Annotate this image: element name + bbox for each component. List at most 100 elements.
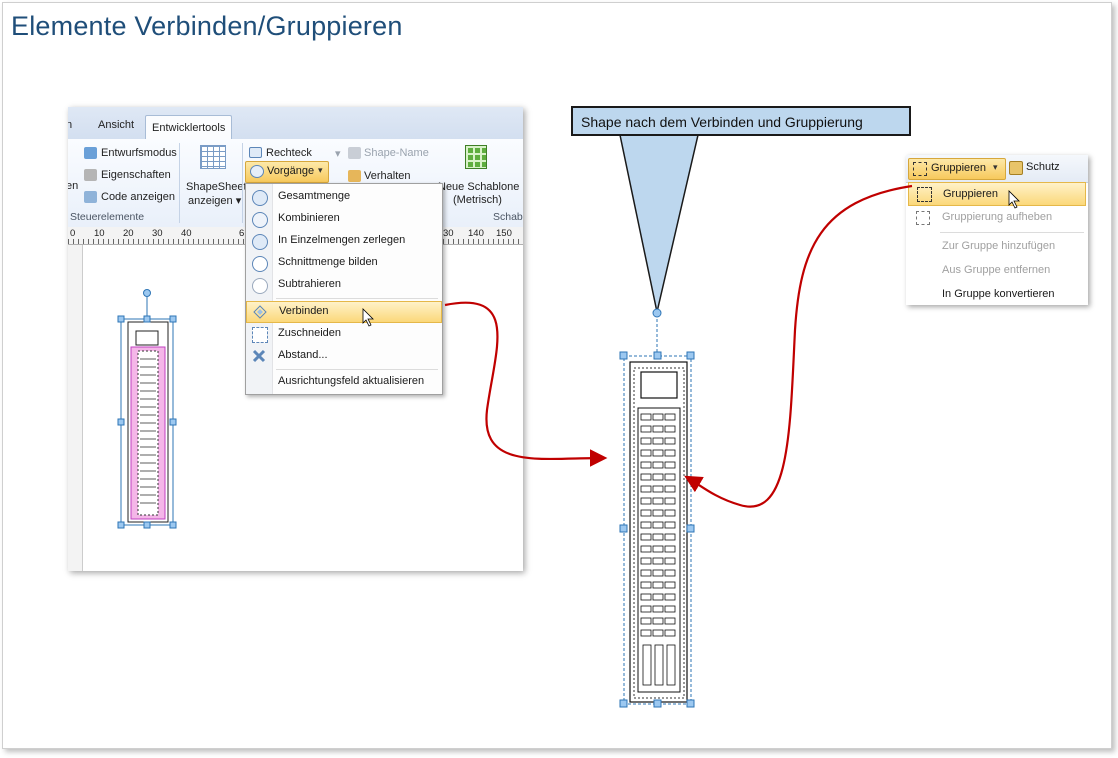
vorgaenge-menu: Gesamtmenge Kombinieren In Einzelmengen …	[245, 183, 443, 395]
group-label-schablone: Schab	[493, 211, 523, 223]
menu-item-label: In Gruppe konvertieren	[942, 288, 1055, 300]
menu-item-abstand[interactable]: Abstand...	[246, 345, 442, 367]
shapesheet-icon	[200, 145, 226, 169]
menu-item-label: Verbinden	[279, 305, 329, 317]
group-label-steuerelemente: Steuerelemente	[70, 211, 145, 223]
design-mode-icon	[84, 147, 97, 159]
ruler-label: 10	[94, 228, 105, 239]
group-menu-screenshot: Gruppieren ▾ Schutz Gruppieren Gruppieru…	[906, 155, 1088, 305]
chevron-down-icon: ▾	[993, 162, 998, 172]
menu-separator	[940, 232, 1084, 233]
callout-box	[571, 106, 911, 136]
verhalten-button[interactable]: Verhalten	[364, 170, 411, 182]
visio-screenshot: n Ansicht Entwicklertools en Entwurfsmod…	[68, 107, 523, 571]
menu-item-subtrahieren[interactable]: Subtrahieren	[246, 274, 442, 296]
shape-name-icon	[348, 147, 361, 159]
new-stencil-icon	[465, 145, 487, 169]
properties-icon	[84, 169, 97, 181]
group-separator	[179, 143, 180, 223]
ruler-label: 6	[239, 228, 245, 239]
shapesheet-button-line2[interactable]: anzeigen ▾	[188, 195, 242, 207]
ribbon-cut-label: en	[68, 180, 79, 192]
menu-item-gruppierung-aufheben: Gruppierung aufheben	[906, 206, 1088, 230]
menu-item-label: Zuschneiden	[278, 327, 341, 339]
lock-icon	[1009, 161, 1023, 175]
code-anzeigen-button[interactable]: Code anzeigen	[101, 191, 176, 203]
menu-item-aus-gruppe-entfernen: Aus Gruppe entfernen	[906, 259, 1088, 283]
tab-partial[interactable]: n	[68, 119, 73, 131]
behavior-icon	[348, 170, 361, 182]
ruler-label: 30	[443, 228, 454, 239]
menu-item-label: Kombinieren	[278, 212, 340, 224]
menu-item-label: In Einzelmengen zerlegen	[278, 234, 406, 246]
mouse-cursor-icon	[1008, 190, 1020, 209]
gruppieren-button-label: Gruppieren	[931, 162, 987, 174]
menu-item-verbinden[interactable]: Verbinden	[246, 301, 442, 323]
vorgaenge-label: Vorgänge	[267, 165, 315, 177]
group-icon	[913, 162, 927, 176]
menu-item-label: Ausrichtungsfeld aktualisieren	[278, 375, 425, 387]
entwurfsmodus-button[interactable]: Entwurfsmodus	[101, 147, 177, 159]
menu-item-zerlegen[interactable]: In Einzelmengen zerlegen	[246, 230, 442, 252]
menu-item-label: Schnittmenge bilden	[278, 256, 378, 268]
menu-item-ausrichtungsfeld[interactable]: Ausrichtungsfeld aktualisieren	[246, 371, 442, 393]
menu-item-label: Gruppierung aufheben	[942, 211, 1053, 223]
menu-item-schnittmenge[interactable]: Schnittmenge bilden	[246, 252, 442, 274]
menu-item-label: Gruppieren	[943, 188, 999, 200]
menu-separator	[276, 298, 438, 299]
ruler-label: 150	[496, 228, 512, 239]
gruppieren-dropdown-button[interactable]: Gruppieren ▾	[908, 158, 1006, 180]
ruler-label: 40	[181, 228, 192, 239]
ruler-label: 30	[152, 228, 163, 239]
neue-schablone-button[interactable]: Neue Schablone	[438, 181, 520, 193]
join-icon	[253, 305, 267, 319]
vorgaenge-button[interactable]: Vorgänge ▾	[245, 161, 329, 183]
menu-item-label: Abstand...	[278, 349, 328, 361]
vertical-ruler	[68, 245, 83, 571]
shape-name-button: Shape-Name	[364, 147, 429, 159]
menu-item-label: Aus Gruppe entfernen	[942, 264, 1051, 276]
operations-icon	[250, 165, 264, 178]
tab-entwicklertools[interactable]: Entwicklertools	[145, 115, 233, 140]
menu-item-label: Subtrahieren	[278, 278, 341, 290]
neue-schablone-button-line2[interactable]: (Metrisch)	[453, 194, 502, 206]
slide-title: Elemente Verbinden/Gruppieren	[11, 11, 403, 41]
trim-icon	[252, 327, 268, 343]
combine-icon	[252, 212, 268, 228]
chevron-down-icon: ▾	[318, 165, 323, 175]
rechteck-button[interactable]: Rechteck	[266, 147, 312, 159]
arrow-verbinden-to-shape	[444, 301, 608, 467]
eigenschaften-button[interactable]: Eigenschaften	[101, 169, 171, 181]
ruler-label: 140	[468, 228, 484, 239]
menu-item-gesamtmenge[interactable]: Gesamtmenge	[246, 186, 442, 208]
menu-item-label: Gesamtmenge	[278, 190, 351, 202]
tab-ansicht[interactable]: Ansicht	[98, 119, 135, 131]
group-icon	[917, 187, 932, 202]
menu-separator	[276, 369, 438, 370]
ungroup-icon	[916, 211, 930, 225]
menu-item-in-gruppe-konvertieren[interactable]: In Gruppe konvertieren	[906, 283, 1088, 305]
fragment-icon	[252, 234, 268, 250]
menu-item-kombinieren[interactable]: Kombinieren	[246, 208, 442, 230]
code-icon	[84, 191, 97, 203]
offset-icon	[252, 349, 266, 363]
arrow-gruppieren-to-shape	[684, 184, 913, 508]
schutz-button[interactable]: Schutz	[1026, 161, 1060, 173]
dropdown-arrow-icon: ▾	[335, 148, 341, 160]
menu-item-zuschneiden[interactable]: Zuschneiden	[246, 323, 442, 345]
group-separator	[242, 143, 243, 223]
callout-text: Shape nach dem Verbinden und Gruppierung	[581, 114, 863, 130]
menu-item-zur-gruppe-hinzufuegen: Zur Gruppe hinzufügen	[906, 235, 1088, 259]
ruler-label: 0	[70, 228, 76, 239]
intersect-icon	[252, 256, 268, 272]
ruler-label: 20	[123, 228, 134, 239]
rectangle-icon	[249, 147, 262, 158]
menu-item-label: Zur Gruppe hinzufügen	[942, 240, 1056, 252]
menu-item-gruppieren[interactable]: Gruppieren	[908, 182, 1086, 206]
subtract-icon	[252, 278, 268, 294]
shapesheet-button[interactable]: ShapeSheet	[186, 181, 247, 193]
selected-connector-shape[interactable]	[68, 107, 523, 571]
union-icon	[252, 190, 268, 206]
